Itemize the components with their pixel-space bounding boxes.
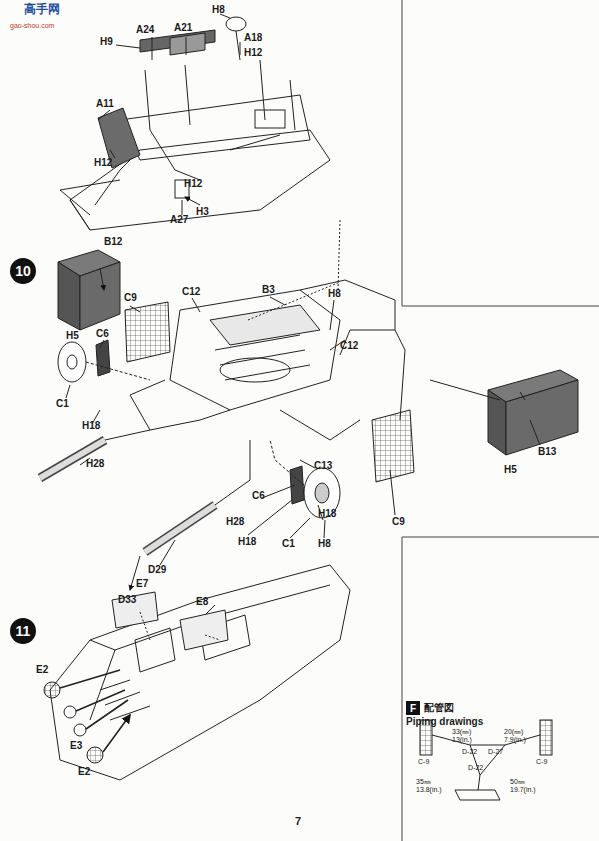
part-number: E2	[36, 664, 48, 675]
part-number: B3	[262, 284, 275, 295]
dimension: 33(㎜)	[452, 728, 471, 736]
part-number: H18	[238, 536, 256, 547]
part-number: H28	[86, 458, 104, 469]
part-number: A18	[244, 32, 262, 43]
part-number: C-9	[418, 758, 429, 766]
part-number: H12	[94, 157, 112, 168]
part-number: H18	[82, 420, 100, 431]
part-number: C1	[282, 538, 295, 549]
part-number: A24	[136, 24, 154, 35]
part-number: D29	[148, 564, 166, 575]
step-number-text: 10	[15, 263, 31, 279]
part-number: C12	[340, 340, 358, 351]
part-number: H18	[318, 508, 336, 519]
part-number: E2	[78, 766, 90, 777]
part-number: C9	[124, 292, 137, 303]
dimension: 13(in.)	[452, 736, 472, 744]
part-number: C12	[182, 286, 200, 297]
part-number: B13	[538, 446, 556, 457]
part-number: H8	[318, 538, 331, 549]
part-number: D-22	[468, 764, 483, 772]
part-number: E7	[136, 578, 148, 589]
dimension: 19.7(in.)	[510, 786, 536, 794]
part-number: C9	[392, 516, 405, 527]
part-number: E3	[70, 740, 82, 751]
section-badge: F	[406, 701, 420, 715]
part-number: D-22	[462, 748, 477, 756]
part-number: B12	[104, 236, 122, 247]
dimension: 50㎜	[510, 778, 525, 786]
dimension: 13.8(in.)	[416, 786, 442, 794]
watermark: 高手网	[24, 3, 60, 16]
step-number: 10	[10, 258, 36, 284]
part-number: H5	[66, 330, 79, 341]
part-number: D-27	[488, 748, 503, 756]
dimension: 7.9(in.)	[504, 736, 526, 744]
section-badge-text: F	[410, 703, 416, 714]
part-number: C1	[56, 398, 69, 409]
part-number: A11	[96, 98, 114, 109]
watermark: gao-shou.com	[10, 22, 54, 30]
part-number: H3	[196, 206, 209, 217]
page-number: 7	[295, 816, 301, 827]
part-number: A21	[174, 22, 192, 33]
part-number: C6	[252, 490, 265, 501]
part-number: D33	[118, 594, 136, 605]
part-number: H8	[212, 4, 225, 15]
part-number: H12	[244, 47, 262, 58]
part-number: E8	[196, 596, 208, 607]
part-number: H28	[226, 516, 244, 527]
part-number: H12	[184, 178, 202, 189]
part-number: C-9	[536, 758, 547, 766]
section-heading: 配管図	[424, 702, 454, 713]
section-heading: Piping drawings	[406, 716, 483, 727]
step-number-text: 11	[16, 623, 31, 639]
step-number: 11	[10, 618, 36, 644]
part-number: H8	[328, 288, 341, 299]
part-number: C13	[314, 460, 332, 471]
part-number: A27	[170, 214, 188, 225]
part-number: C6	[96, 328, 109, 339]
dimension: 35㎜	[416, 778, 431, 786]
part-number: H5	[504, 464, 517, 475]
dimension: 20(㎜)	[504, 728, 523, 736]
part-number: H9	[100, 36, 113, 47]
